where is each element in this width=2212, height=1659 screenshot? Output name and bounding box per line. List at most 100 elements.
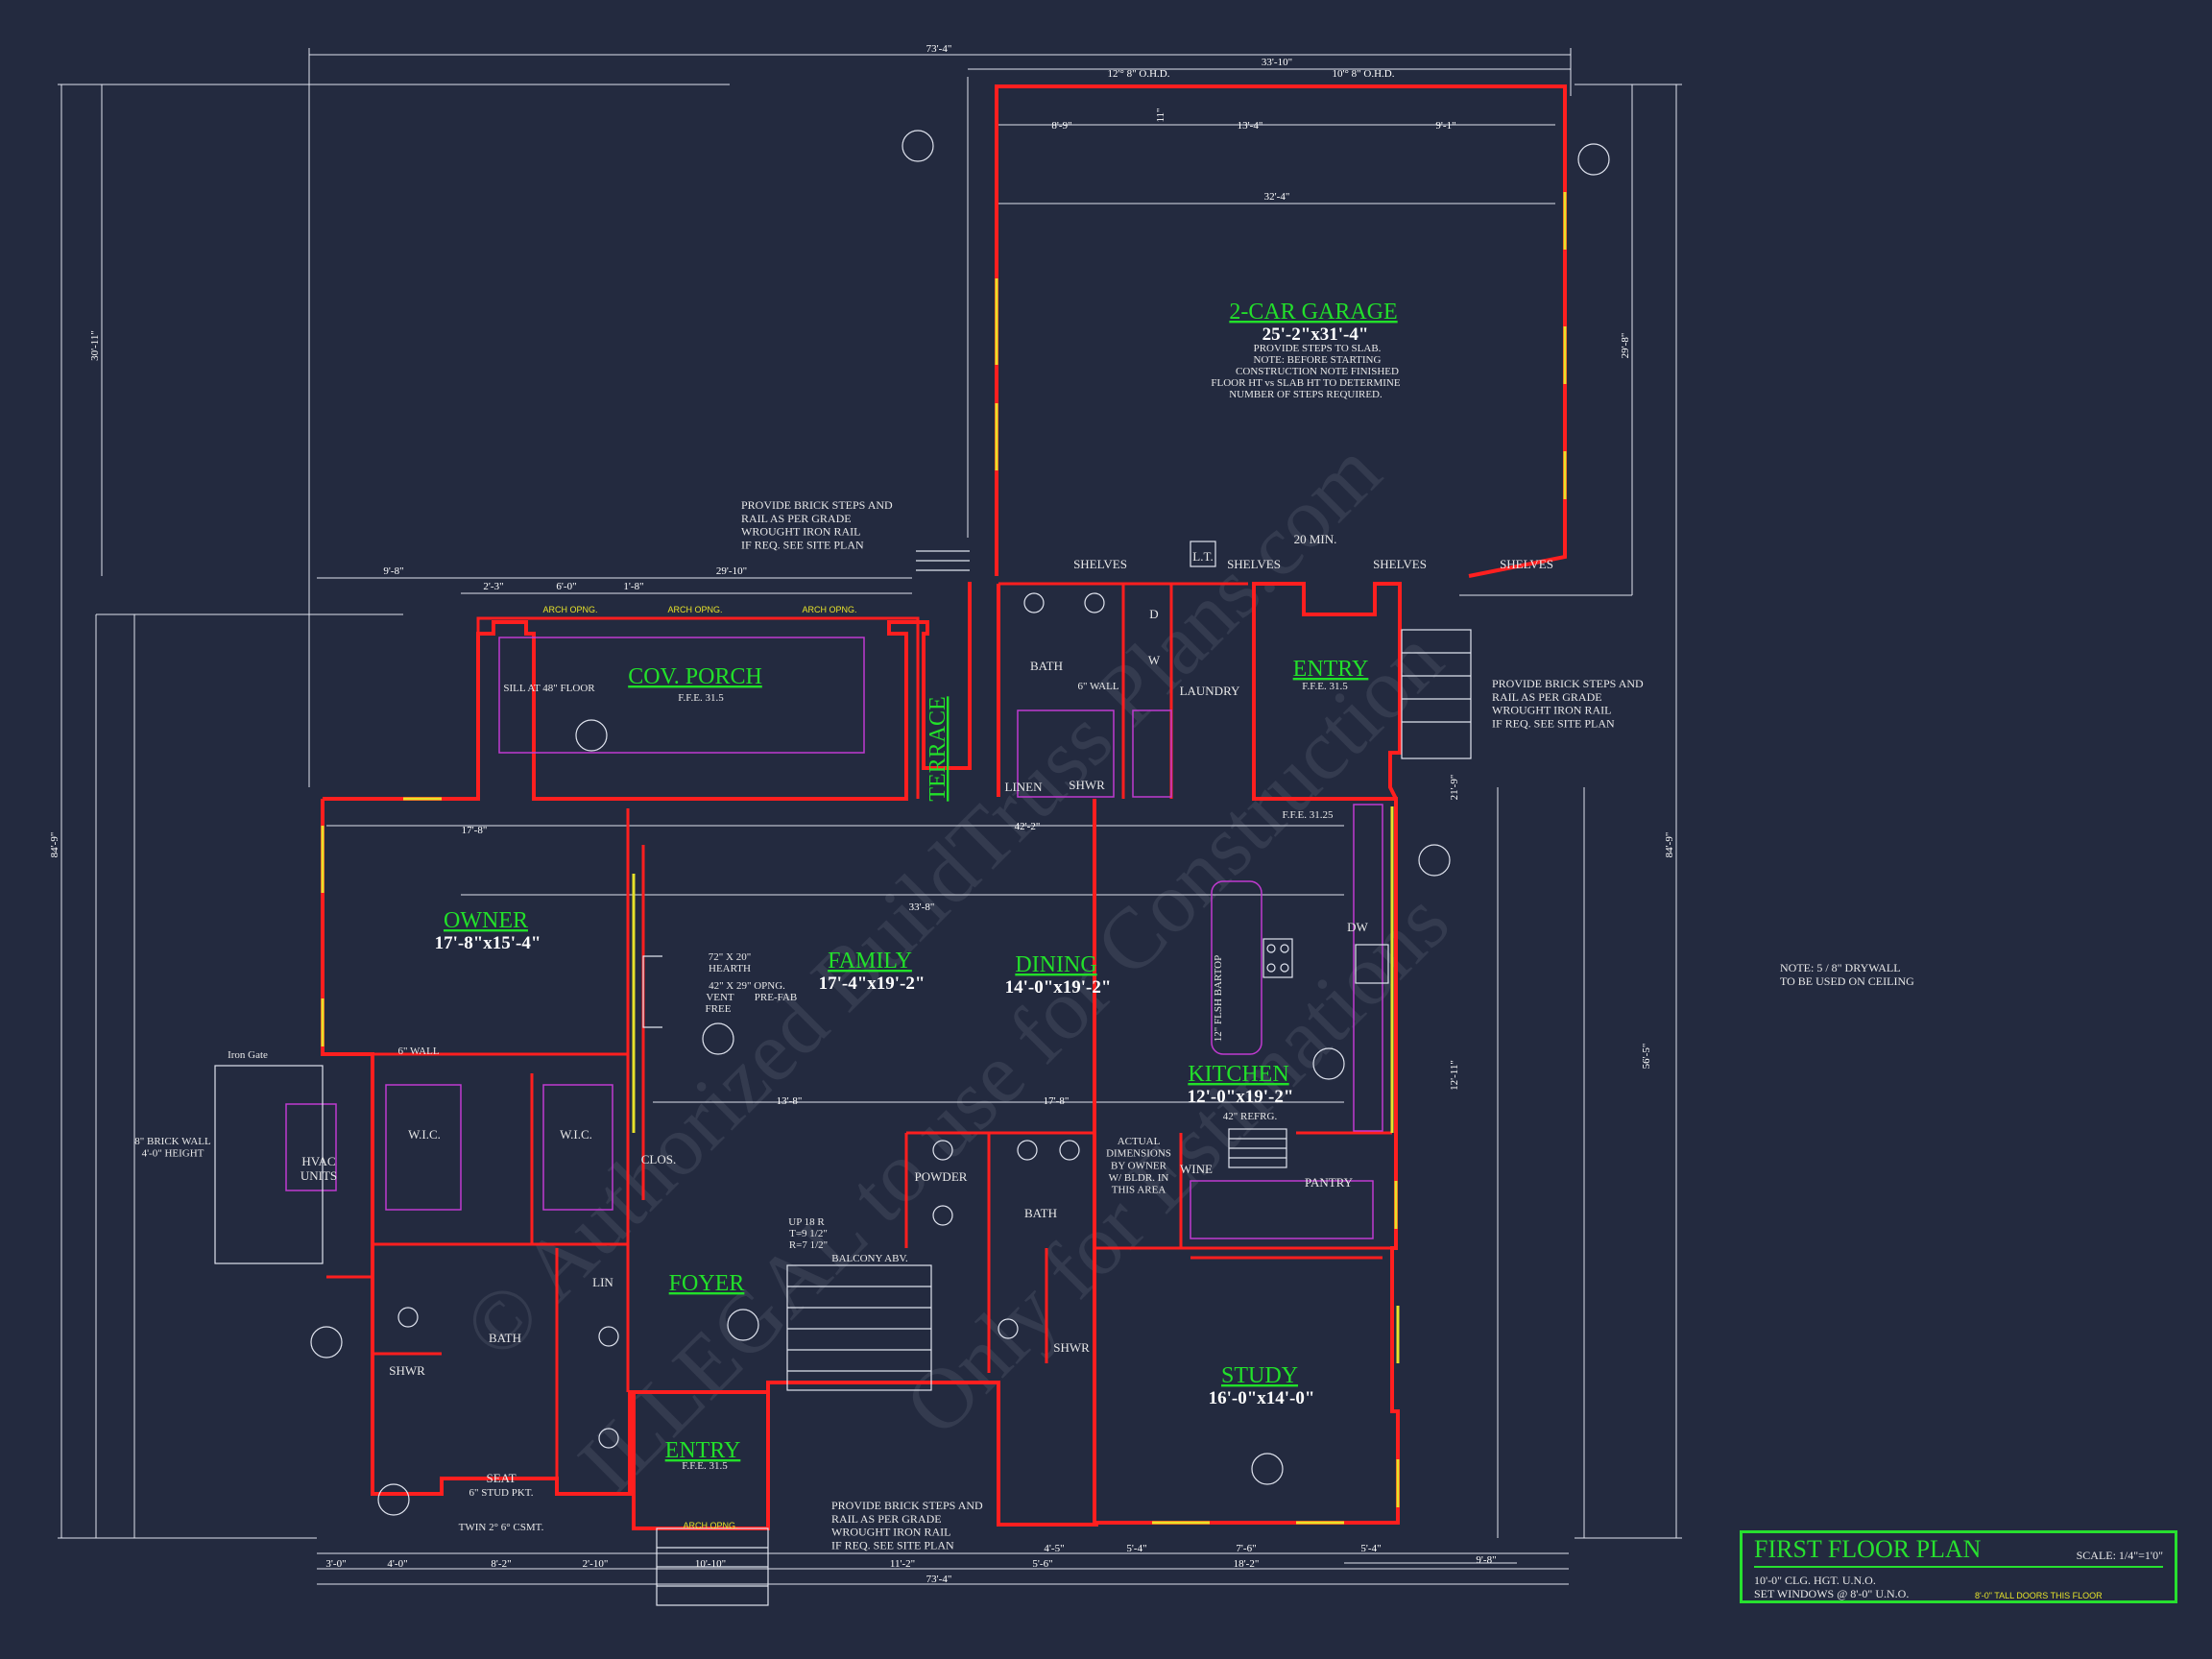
dim-bottom-13: 4'-5" bbox=[1044, 1543, 1064, 1554]
wine-label: WINE bbox=[1180, 1162, 1213, 1176]
dim-bottom-9: 10'-10" bbox=[695, 1558, 726, 1570]
dim-bottom-7: 8'-2" bbox=[491, 1558, 511, 1570]
shower-label-2: SHWR bbox=[389, 1363, 425, 1378]
seat-label: SEAT bbox=[486, 1471, 516, 1485]
sill-label: SILL AT 48" FLOOR bbox=[503, 683, 595, 694]
shelves-label-3: SHELVES bbox=[1373, 557, 1427, 571]
entry-front-name: ENTRY bbox=[665, 1438, 741, 1463]
stud-pocket-label: 6" STUD PKT. bbox=[469, 1487, 534, 1499]
dim-right-total: 84'-9" bbox=[1664, 832, 1675, 858]
dimension-lines bbox=[58, 48, 1682, 1585]
exterior-walls bbox=[321, 84, 1567, 1530]
garage-size: 25'-2"x31'-4" bbox=[1262, 325, 1369, 345]
bath-label-1: BATH bbox=[1030, 659, 1063, 673]
watermark: © Authorized BuildTruss Plans.com ILLEGA… bbox=[445, 423, 1467, 1511]
dim-porch-5: 1'-8" bbox=[623, 581, 643, 592]
laundry-label: LAUNDRY bbox=[1180, 684, 1240, 698]
title-block-rule bbox=[1754, 1566, 2163, 1568]
yellow-tags: ARCH OPNG. ARCH OPNG. ARCH OPNG. ARCH OP… bbox=[542, 605, 856, 1530]
shower-label-1: SHWR bbox=[1069, 778, 1105, 792]
dim-garage-5: 11" bbox=[1155, 108, 1166, 122]
study-size: 16'-0"x14'-0" bbox=[1209, 1388, 1315, 1408]
twin-casement-label: TWIN 2° 6° CSMT. bbox=[459, 1522, 544, 1533]
kitchen-name: KITCHEN bbox=[1188, 1062, 1288, 1087]
wic-label-1: W.I.C. bbox=[408, 1127, 441, 1142]
shelves-label-2: SHELVES bbox=[1227, 557, 1281, 571]
hearth-label: HEARTH bbox=[709, 963, 751, 974]
dim-garage-top: 33'-10" bbox=[1262, 57, 1292, 68]
iron-gate-label: Iron Gate bbox=[228, 1049, 268, 1061]
dim-bottom-12: 5'-4" bbox=[1360, 1543, 1381, 1554]
dim-overall-top: 73'-4" bbox=[926, 43, 952, 55]
pantry-label: PANTRY bbox=[1305, 1175, 1354, 1190]
opening-label: 42" X 29" OPNG. bbox=[709, 980, 785, 992]
wic-label-2: W.I.C. bbox=[560, 1127, 592, 1142]
dim-porch-2: 29'-10" bbox=[716, 565, 747, 577]
balcony-label: BALCONY ABV. bbox=[831, 1253, 908, 1264]
dim-porch-4: 6'-0" bbox=[556, 581, 576, 592]
dim-garage-1: 8'-9" bbox=[1051, 120, 1071, 132]
dim-porch-3: 2'-3" bbox=[483, 581, 503, 592]
owner-size: 17'-8"x15'-4" bbox=[435, 933, 541, 953]
stair-riser-label: R=7 1/2" bbox=[789, 1239, 828, 1251]
entry-rear-name: ENTRY bbox=[1293, 657, 1369, 682]
vent-label: VENT bbox=[706, 992, 734, 1003]
dim-floor-2: 42'-2" bbox=[1015, 821, 1041, 832]
fixtures-white bbox=[214, 541, 1472, 1606]
dim-garage-4: 32'-4" bbox=[1264, 191, 1290, 203]
interior-walls bbox=[326, 582, 1392, 1479]
dim-porch-1: 9'-8" bbox=[383, 565, 403, 577]
six-inch-wall-label-1: 6" WALL bbox=[397, 1046, 439, 1057]
prefab-label: PRE-FAB bbox=[755, 992, 797, 1003]
windows bbox=[321, 192, 1567, 1525]
cov-porch-ffe: F.F.E. 31.5 bbox=[678, 692, 724, 704]
dining-size: 14'-0"x19'-2" bbox=[1005, 977, 1112, 998]
fire-door-label: 20 MIN. bbox=[1294, 532, 1337, 546]
kitchen-size: 12'-0"x19'-2" bbox=[1188, 1087, 1294, 1107]
kitchen-ffe: F.F.E. 31.25 bbox=[1283, 809, 1334, 821]
dimension-texts: 73'-4" 33'-10" 12'° 8" O.H.D. 10'° 8" O.… bbox=[49, 43, 1675, 1585]
dim-floor-4: 13'-8" bbox=[777, 1095, 803, 1107]
section-markers bbox=[310, 130, 1610, 1516]
free-label: FREE bbox=[706, 1003, 732, 1015]
room-labels: 2-CAR GARAGE 25'-2"x31'-4" PROVIDE STEPS… bbox=[435, 300, 1401, 1472]
refrigerator-label: 42" REFRG. bbox=[1223, 1111, 1278, 1122]
cov-porch-name: COV. PORCH bbox=[628, 664, 762, 689]
laundry-tub-label: L.T. bbox=[1192, 549, 1213, 564]
arch-opening-tag-2: ARCH OPNG. bbox=[667, 605, 722, 614]
entry-rear-ffe: F.F.E. 31.5 bbox=[1302, 681, 1348, 692]
shelves-label-4: SHELVES bbox=[1500, 557, 1553, 571]
dim-floor-5: 17'-8" bbox=[1044, 1095, 1070, 1107]
dim-right-1: 29'-8" bbox=[1620, 333, 1631, 359]
stair-tread-label: T=9 1/2" bbox=[789, 1228, 828, 1239]
dryer-label: D bbox=[1149, 607, 1158, 621]
dim-floor-1: 17'-8" bbox=[462, 825, 488, 836]
dim-bottom-3: 18'-2" bbox=[1234, 1558, 1260, 1570]
washer-label: W bbox=[1148, 653, 1161, 667]
stair-up-label: UP 18 R bbox=[788, 1216, 825, 1228]
arch-opening-tag-1: ARCH OPNG. bbox=[542, 605, 597, 614]
family-size: 17'-4"x19'-2" bbox=[819, 974, 926, 994]
dim-garage-3: 9'-1" bbox=[1435, 120, 1455, 132]
linen-label: LINEN bbox=[1005, 780, 1044, 794]
dining-name: DINING bbox=[1015, 952, 1096, 977]
dim-ohd-2: 10'° 8" O.H.D. bbox=[1333, 68, 1395, 80]
dim-bottom-4: 9'-8" bbox=[1476, 1554, 1496, 1566]
fixture-labels: BATH BATH BATH LAUNDRY SHWR SHWR SHWR LI… bbox=[134, 532, 1553, 1533]
title-block-window-note: SET WINDOWS @ 8'-0" U.N.O. bbox=[1754, 1587, 1910, 1600]
title-block: FIRST FLOOR PLAN SCALE: 1/4"=1'0" 10'-0"… bbox=[1740, 1530, 2177, 1603]
dim-ohd-1: 12'° 8" O.H.D. bbox=[1108, 68, 1170, 80]
garage-note-5: NUMBER OF STEPS REQUIRED. bbox=[1229, 389, 1382, 400]
title-block-title: FIRST FLOOR PLAN bbox=[1754, 1535, 1982, 1563]
dim-bottom-overall: 73'-4" bbox=[926, 1574, 952, 1585]
title-block-doors-note: 8'-0" TALL DOORS THIS FLOOR bbox=[1975, 1591, 2103, 1600]
porch-outline bbox=[476, 616, 920, 799]
dim-right-3: 12'-11" bbox=[1449, 1060, 1460, 1091]
arch-opening-tag-3: ARCH OPNG. bbox=[802, 605, 856, 614]
dim-bottom-8: 2'-10" bbox=[583, 1558, 609, 1570]
